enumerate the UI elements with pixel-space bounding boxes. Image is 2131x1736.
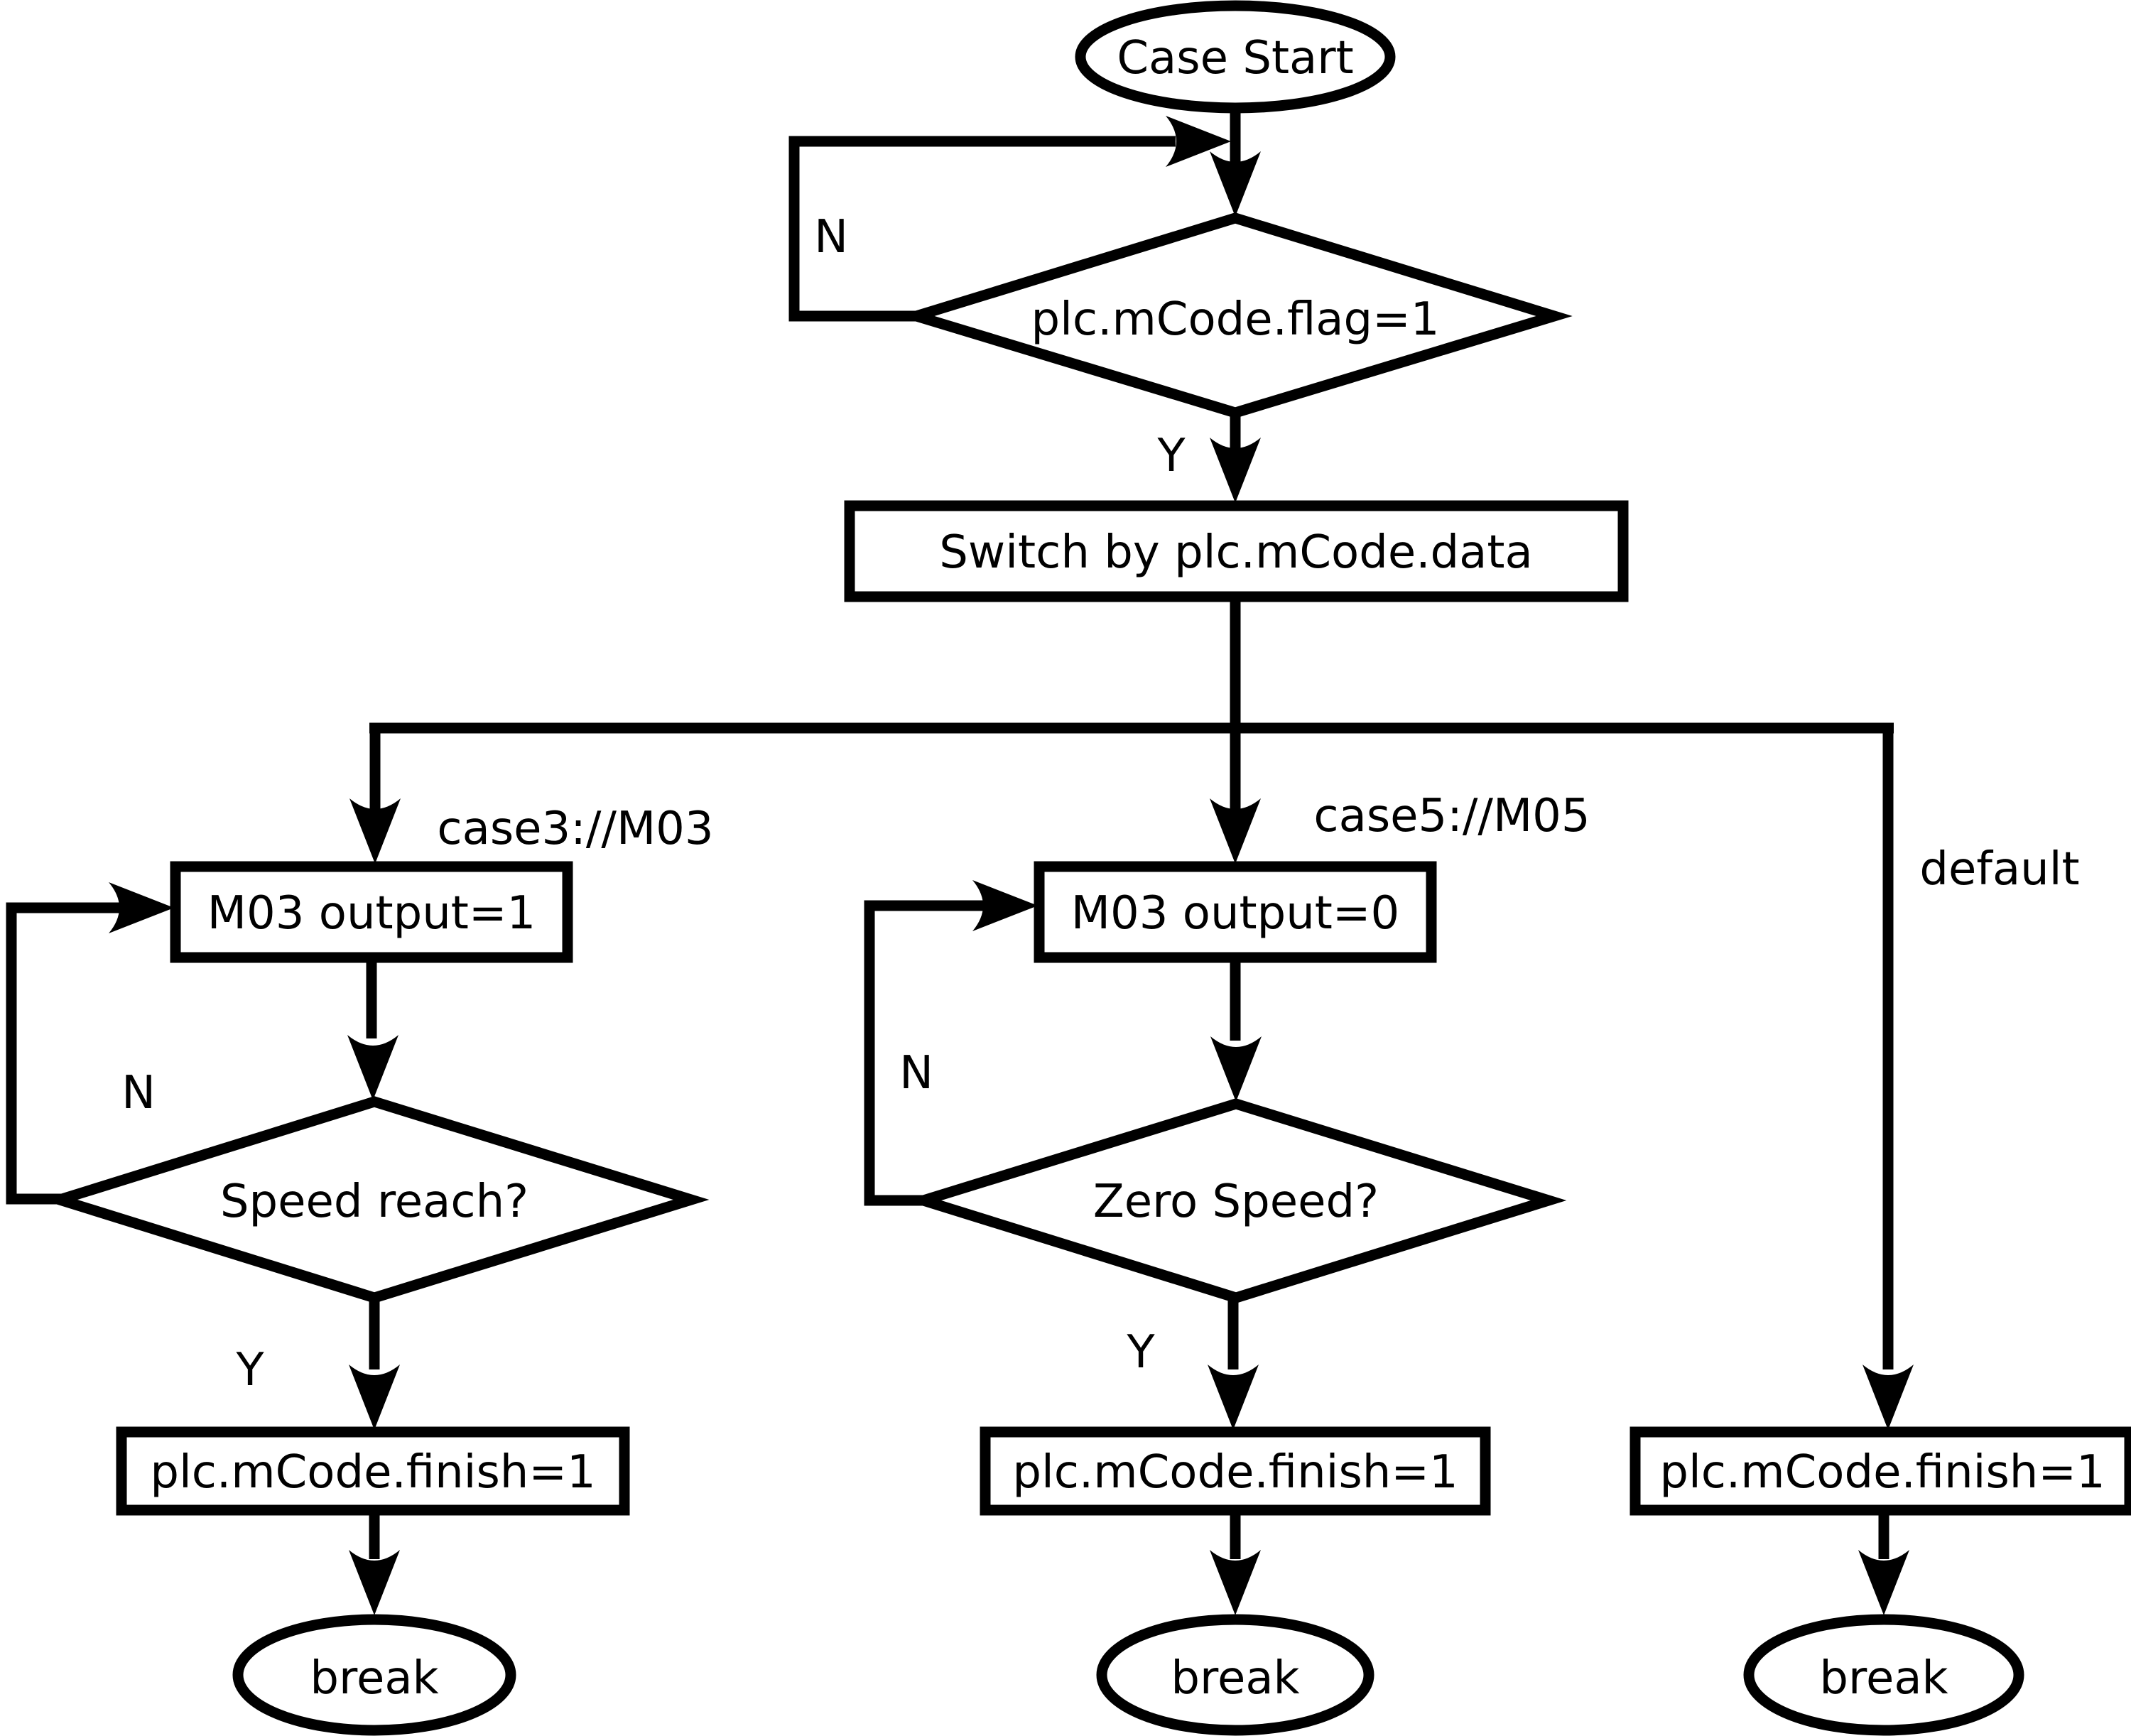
label-default: default xyxy=(1919,843,2079,896)
finish-middle-rect xyxy=(980,1426,1491,1516)
break-middle-label: break xyxy=(1171,1652,1299,1705)
start-terminator xyxy=(1075,0,1396,114)
break-right-label: break xyxy=(1819,1652,1948,1705)
speed-reach-diamond xyxy=(41,1096,710,1303)
label-case5: case5://M05 xyxy=(1313,790,1590,842)
label-y-left: Y xyxy=(235,1344,264,1396)
m03-output-0-label: M03 output=0 xyxy=(1071,887,1399,940)
break-left-label: break xyxy=(310,1652,438,1705)
finish-right-rect xyxy=(1630,1426,2131,1516)
arrowhead-into-finish-left xyxy=(349,1365,400,1430)
zero-speed-label: Zero Speed? xyxy=(1093,1176,1379,1228)
arrowhead-into-break-left xyxy=(349,1550,400,1615)
label-n-middle: N xyxy=(899,1047,933,1100)
label-n-left: N xyxy=(121,1067,156,1119)
flag-decision-label: plc.mCode.flag=1 xyxy=(1031,293,1440,346)
finish-left-rect xyxy=(116,1426,630,1516)
arrowhead-into-speed xyxy=(347,1035,398,1100)
arrowhead-flag-n-merge xyxy=(1166,116,1231,167)
arrowhead-into-break-middle xyxy=(1210,1550,1261,1615)
arrowhead-into-break-right xyxy=(1858,1550,1909,1615)
label-n-top: N xyxy=(814,211,848,264)
flag-decision-diamond xyxy=(898,212,1573,418)
arrowhead-default-into-finish xyxy=(1862,1365,1914,1430)
break-right-terminator xyxy=(1743,1614,2024,1736)
m03-output-1-label: M03 output=1 xyxy=(207,887,536,940)
edge-speed-n-loop xyxy=(6,902,119,1205)
arrowhead-into-flag xyxy=(1210,151,1261,217)
finish-middle-label: plc.mCode.finish=1 xyxy=(1012,1446,1458,1499)
arrowhead-into-zerospeed xyxy=(1210,1036,1262,1102)
label-y-middle: Y xyxy=(1126,1326,1155,1379)
break-left-terminator xyxy=(232,1614,516,1736)
switch-label: Switch by plc.mCode.data xyxy=(939,526,1532,579)
break-middle-terminator xyxy=(1096,1614,1374,1736)
zero-speed-diamond xyxy=(905,1098,1567,1303)
edge-flag-n-loop xyxy=(788,136,1176,322)
arrowhead-speed-n-merge xyxy=(109,882,174,933)
label-y-top: Y xyxy=(1156,430,1186,482)
m03-output-0-rect xyxy=(1034,861,1437,963)
arrowhead-into-switch xyxy=(1210,438,1261,503)
switch-process-rect xyxy=(844,500,1629,602)
edge-zerospeed-n-loop xyxy=(864,900,983,1206)
m03-output-1-rect xyxy=(170,861,573,963)
arrowhead-into-m03off xyxy=(1210,798,1261,864)
speed-reach-label: Speed reach? xyxy=(220,1176,528,1228)
finish-left-label: plc.mCode.finish=1 xyxy=(150,1446,595,1499)
start-label: Case Start xyxy=(1117,32,1353,85)
label-case3: case3://M03 xyxy=(437,803,713,855)
finish-right-label: plc.mCode.finish=1 xyxy=(1659,1446,2105,1499)
arrowhead-into-m03on xyxy=(349,798,401,864)
arrowhead-into-finish-middle xyxy=(1208,1365,1259,1430)
arrowhead-zerospeed-n-merge xyxy=(972,880,1038,931)
